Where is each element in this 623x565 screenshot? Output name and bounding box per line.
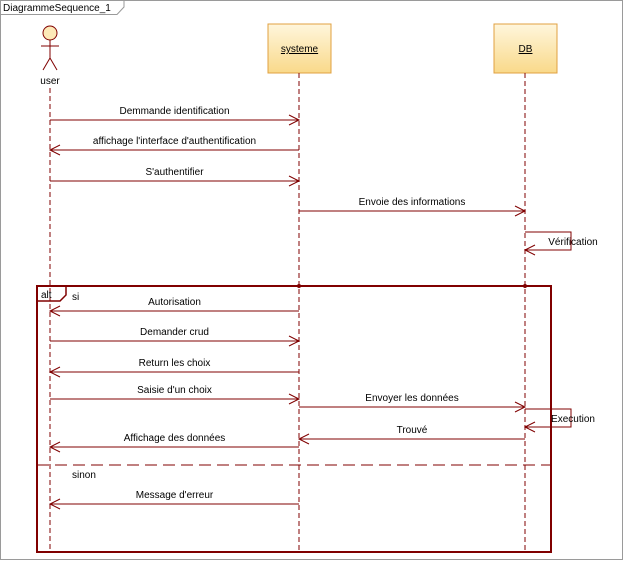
message-m10[interactable]: Envoyer les données bbox=[299, 393, 527, 413]
message-label: Return les choix bbox=[139, 358, 211, 369]
lifeline-label-user: user bbox=[40, 76, 60, 87]
actor-leg-left bbox=[42, 57, 51, 71]
message-m8[interactable]: Return les choix bbox=[48, 358, 299, 378]
arrow-head-icon bbox=[523, 421, 536, 433]
object-box-db bbox=[493, 23, 558, 74]
message-label: Saisie d'un choix bbox=[137, 385, 212, 396]
object-box-systeme bbox=[267, 23, 332, 74]
message-label: Vérification bbox=[548, 237, 597, 248]
fragment-anchor-systeme bbox=[297, 284, 301, 288]
arrow-head-icon bbox=[523, 244, 536, 256]
message-label: Envoyer les données bbox=[365, 393, 458, 404]
alt-guard-si: si bbox=[72, 292, 79, 303]
message-m6[interactable]: Autorisation bbox=[48, 297, 299, 317]
arrow-head-icon bbox=[288, 393, 301, 405]
message-m7[interactable]: Demander crud bbox=[50, 327, 301, 347]
alt-fragment-border bbox=[36, 285, 552, 553]
actor-leg-right bbox=[49, 57, 58, 71]
lifeline-label-db: DB bbox=[519, 44, 533, 55]
arrow-head-icon bbox=[48, 366, 61, 378]
frame-title-tab bbox=[0, 0, 125, 15]
lifeline-label-systeme: systeme bbox=[281, 44, 319, 55]
arrow-head-icon bbox=[48, 144, 61, 156]
message-label: S'authentifier bbox=[145, 167, 204, 178]
message-m9[interactable]: Saisie d'un choix bbox=[50, 385, 301, 405]
self-message-line bbox=[525, 231, 572, 251]
lifeline-head-systeme[interactable]: systeme bbox=[267, 23, 332, 74]
arrow-head-icon bbox=[48, 305, 61, 317]
lifeline-head-user[interactable]: user bbox=[40, 25, 60, 87]
arrow-head-icon bbox=[514, 205, 527, 217]
message-label: Trouvé bbox=[397, 425, 428, 436]
message-label: Affichage des données bbox=[124, 433, 226, 444]
message-m12[interactable]: Trouvé bbox=[297, 425, 525, 445]
message-m3[interactable]: S'authentifier bbox=[50, 167, 301, 187]
alt-guard-sinon: sinon bbox=[72, 470, 96, 481]
message-label: Demander crud bbox=[140, 327, 209, 338]
arrow-head-icon bbox=[288, 114, 301, 126]
arrow-head-icon bbox=[48, 441, 61, 453]
frame-title: DiagrammeSequence_1 bbox=[3, 3, 111, 14]
message-label: Message d'erreur bbox=[136, 490, 214, 501]
message-m13[interactable]: Affichage des données bbox=[48, 433, 299, 453]
alt-operator: alt bbox=[41, 290, 52, 301]
message-label: Autorisation bbox=[148, 297, 201, 308]
message-label: affichage l'interface d'authentification bbox=[93, 136, 256, 147]
message-label: Envoie des informations bbox=[359, 197, 466, 208]
message-m4[interactable]: Envoie des informations bbox=[299, 197, 527, 217]
message-label: Demmande identification bbox=[119, 106, 229, 117]
message-m11[interactable]: Execution bbox=[523, 408, 595, 433]
alt-fragment[interactable]: alt si sinon bbox=[36, 284, 552, 553]
messages-layer: Demmande identification affichage l'inter… bbox=[48, 106, 598, 510]
arrow-head-icon bbox=[288, 335, 301, 347]
arrow-head-icon bbox=[514, 401, 527, 413]
message-label: Execution bbox=[551, 414, 595, 425]
self-message-line bbox=[525, 408, 572, 428]
actor-head-icon bbox=[42, 25, 58, 41]
message-m5[interactable]: Vérification bbox=[523, 231, 598, 256]
message-m1[interactable]: Demmande identification bbox=[50, 106, 301, 126]
arrow-head-icon bbox=[288, 175, 301, 187]
arrow-head-icon bbox=[48, 498, 61, 510]
message-m2[interactable]: affichage l'interface d'authentification bbox=[48, 136, 299, 156]
lifeline-head-db[interactable]: DB bbox=[493, 23, 558, 74]
fragment-anchor-db bbox=[523, 284, 527, 288]
arrow-head-icon bbox=[297, 433, 310, 445]
message-m14[interactable]: Message d'erreur bbox=[48, 490, 299, 510]
alt-fragment-tab bbox=[37, 286, 67, 302]
